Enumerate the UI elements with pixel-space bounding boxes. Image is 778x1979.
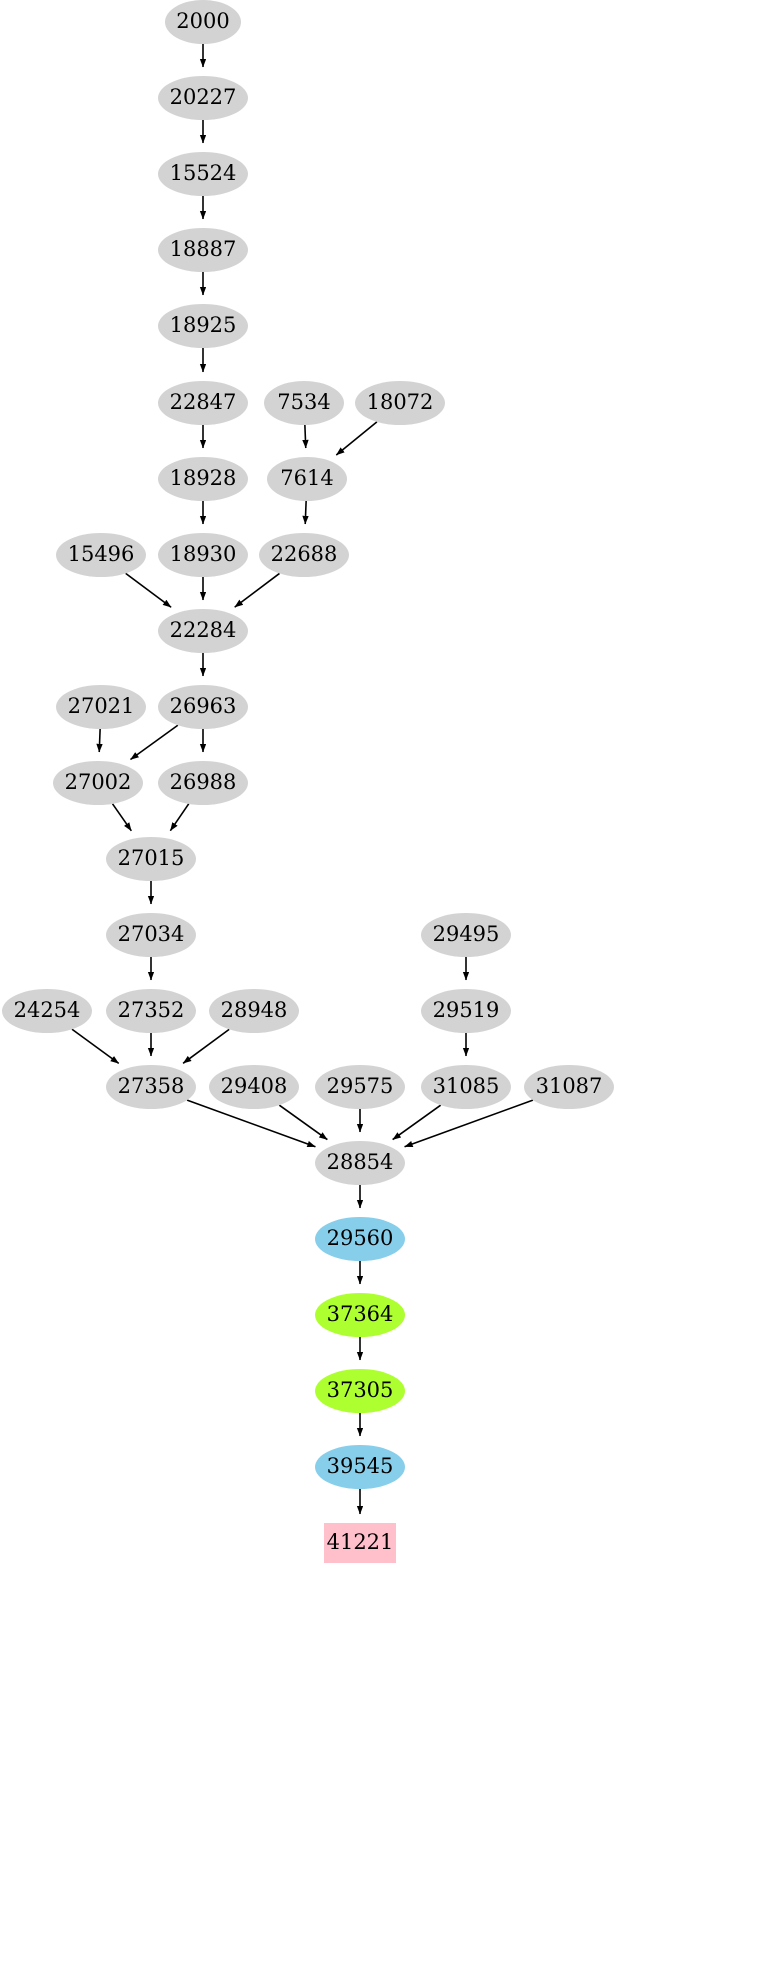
graph-node-27002[interactable]: 27002 bbox=[53, 761, 143, 805]
graph-node-37364[interactable]: 37364 bbox=[315, 1293, 405, 1337]
graph-node-37305[interactable]: 37305 bbox=[315, 1369, 405, 1413]
graph-node-26988[interactable]: 26988 bbox=[158, 761, 248, 805]
graph-node-29575[interactable]: 29575 bbox=[315, 1065, 405, 1109]
graph-node-label: 37364 bbox=[326, 1301, 394, 1326]
graph-node-27034[interactable]: 27034 bbox=[106, 913, 196, 957]
graph-node-label: 26963 bbox=[169, 693, 237, 718]
graph-node-22688[interactable]: 22688 bbox=[259, 533, 349, 577]
graph-node-label: 27358 bbox=[117, 1073, 185, 1098]
graph-node-label: 29408 bbox=[220, 1073, 288, 1098]
graph-node-22847[interactable]: 22847 bbox=[158, 381, 248, 425]
graph-node-27015[interactable]: 27015 bbox=[106, 837, 196, 881]
graph-node-39545[interactable]: 39545 bbox=[315, 1445, 405, 1489]
graph-node-label: 15524 bbox=[169, 160, 237, 185]
graph-node-29408[interactable]: 29408 bbox=[209, 1065, 299, 1109]
graph-node-label: 26988 bbox=[169, 769, 237, 794]
graph-node-label: 31085 bbox=[432, 1073, 500, 1098]
graph-node-label: 18925 bbox=[169, 312, 237, 337]
graph-node-label: 18887 bbox=[169, 236, 237, 261]
graph-node-label: 15496 bbox=[67, 541, 135, 566]
graph-node-27358[interactable]: 27358 bbox=[106, 1065, 196, 1109]
graph-node-31085[interactable]: 31085 bbox=[421, 1065, 511, 1109]
graph-node-26963[interactable]: 26963 bbox=[158, 685, 248, 729]
graph-node-label: 22847 bbox=[169, 389, 237, 414]
graph-node-label: 18928 bbox=[169, 465, 237, 490]
graph-node-27021[interactable]: 27021 bbox=[56, 685, 146, 729]
graph-node-label: 37305 bbox=[326, 1377, 394, 1402]
graph-node-label: 27002 bbox=[64, 769, 132, 794]
graph-node-label: 20227 bbox=[169, 84, 237, 109]
graph-node-label: 18930 bbox=[169, 541, 237, 566]
graph-node-28948[interactable]: 28948 bbox=[209, 989, 299, 1033]
graph-node-label: 22284 bbox=[169, 617, 237, 642]
graph-node-label: 41221 bbox=[326, 1529, 394, 1554]
graph-node-label: 31087 bbox=[535, 1073, 603, 1098]
graph-node-label: 7534 bbox=[277, 389, 331, 414]
graph-node-18925[interactable]: 18925 bbox=[158, 304, 248, 348]
graph-node-18930[interactable]: 18930 bbox=[158, 533, 248, 577]
graph-node-7614[interactable]: 7614 bbox=[267, 457, 347, 501]
graph-node-label: 7614 bbox=[280, 465, 334, 490]
graph-node-label: 29575 bbox=[326, 1073, 394, 1098]
graph-node-27352[interactable]: 27352 bbox=[106, 989, 196, 1033]
graph-node-18928[interactable]: 18928 bbox=[158, 457, 248, 501]
graph-node-label: 29560 bbox=[326, 1225, 394, 1250]
graph-node-label: 27015 bbox=[117, 845, 185, 870]
graph-node-18072[interactable]: 18072 bbox=[355, 381, 445, 425]
graph-node-label: 28854 bbox=[326, 1149, 394, 1174]
graph-node-15496[interactable]: 15496 bbox=[56, 533, 146, 577]
graph-node-29519[interactable]: 29519 bbox=[421, 989, 511, 1033]
graph-node-label: 29495 bbox=[432, 921, 500, 946]
graph-node-label: 39545 bbox=[326, 1453, 394, 1478]
graph-node-label: 27352 bbox=[117, 997, 185, 1022]
graph-node-18887[interactable]: 18887 bbox=[158, 228, 248, 272]
graph-node-31087[interactable]: 31087 bbox=[524, 1065, 614, 1109]
graph-node-label: 24254 bbox=[13, 997, 81, 1022]
graph-node-24254[interactable]: 24254 bbox=[2, 989, 92, 1033]
graph-node-28854[interactable]: 28854 bbox=[315, 1141, 405, 1185]
graph-node-22284[interactable]: 22284 bbox=[158, 609, 248, 653]
graph-node-label: 22688 bbox=[270, 541, 338, 566]
graph-node-29495[interactable]: 29495 bbox=[421, 913, 511, 957]
graph-node-41221[interactable]: 41221 bbox=[324, 1523, 396, 1563]
graph-node-label: 18072 bbox=[366, 389, 434, 414]
graph-node-label: 27034 bbox=[117, 921, 185, 946]
graph-node-2000[interactable]: 2000 bbox=[165, 0, 241, 44]
graph-node-label: 29519 bbox=[432, 997, 500, 1022]
graph-node-7534[interactable]: 7534 bbox=[264, 381, 344, 425]
graph-node-label: 27021 bbox=[67, 693, 135, 718]
graph-node-29560[interactable]: 29560 bbox=[315, 1217, 405, 1261]
graph-node-label: 28948 bbox=[220, 997, 288, 1022]
graph-node-15524[interactable]: 15524 bbox=[158, 152, 248, 196]
graph-node-20227[interactable]: 20227 bbox=[158, 76, 248, 120]
graph-node-label: 2000 bbox=[176, 8, 230, 33]
